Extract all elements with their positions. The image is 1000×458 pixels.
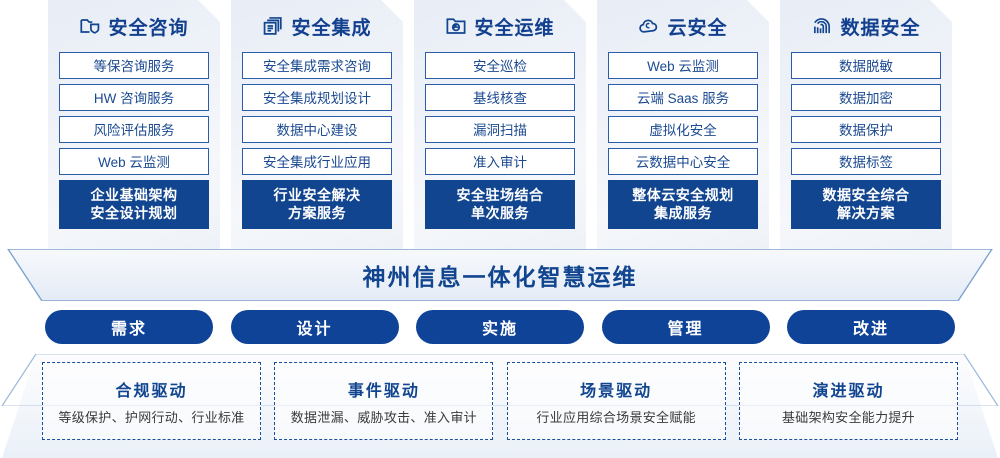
driver-card-compliance[interactable]: 合规驱动 等级保护、护网行动、行业标准 <box>42 362 261 440</box>
service-card-security-consulting[interactable]: 安全咨询 等保咨询服务 HW 咨询服务 风险评估服务 Web 云监测 企业基础架… <box>48 0 220 252</box>
banner-title: 神州信息一体化智慧运维 <box>362 264 638 290</box>
fingerprint-icon <box>811 15 833 37</box>
phase-pill-management[interactable]: 管理 <box>601 310 770 344</box>
phase-pills-row: 需求 设计 实施 管理 改进 <box>0 310 1000 344</box>
card-item[interactable]: 基线核查 <box>425 84 575 111</box>
drivers-section: 合规驱动 等级保护、护网行动、行业标准 事件驱动 数据泄漏、威胁攻击、准入审计 … <box>0 354 1000 458</box>
driver-description: 数据泄漏、威胁攻击、准入审计 <box>290 409 477 425</box>
driver-title: 合规驱动 <box>115 382 188 400</box>
phase-pill-design[interactable]: 设计 <box>230 310 399 344</box>
card-summary-line: 数据安全综合 <box>822 187 910 203</box>
card-items: 安全巡检 基线核查 漏洞扫描 准入审计 <box>425 52 575 175</box>
card-summary-line: 行业安全解决 <box>273 187 361 203</box>
folder-chart-icon <box>445 15 467 37</box>
card-item[interactable]: 漏洞扫描 <box>425 116 575 143</box>
card-item[interactable]: 安全集成规划设计 <box>242 84 392 111</box>
card-item[interactable]: 云数据中心安全 <box>608 148 758 175</box>
card-title: 云安全 <box>667 17 728 39</box>
card-header: 安全运维 <box>425 0 575 52</box>
card-title: 安全运维 <box>474 17 555 39</box>
driver-title: 事件驱动 <box>347 382 420 400</box>
drivers-row: 合规驱动 等级保护、护网行动、行业标准 事件驱动 数据泄漏、威胁攻击、准入审计 … <box>0 362 1000 440</box>
card-item[interactable]: 准入审计 <box>425 148 575 175</box>
card-item[interactable]: 安全集成行业应用 <box>242 148 392 175</box>
banner-outline <box>7 249 993 301</box>
card-title: 安全集成 <box>291 17 372 39</box>
driver-description: 行业应用综合场景安全赋能 <box>536 409 696 425</box>
card-items: Web 云监测 云端 Saas 服务 虚拟化安全 云数据中心安全 <box>608 52 758 175</box>
driver-card-scenario[interactable]: 场景驱动 行业应用综合场景安全赋能 <box>506 362 726 440</box>
card-header: 安全集成 <box>242 0 392 52</box>
card-item[interactable]: 虚拟化安全 <box>608 116 758 143</box>
card-item[interactable]: 云端 Saas 服务 <box>608 84 758 111</box>
card-item[interactable]: Web 云监测 <box>59 148 209 175</box>
folder-shield-icon <box>79 15 101 37</box>
card-summary[interactable]: 整体云安全规划 集成服务 <box>608 180 758 229</box>
card-summary-line: 安全设计规划 <box>90 205 178 221</box>
card-title: 数据安全 <box>840 17 921 39</box>
driver-description: 基础架构安全能力提升 <box>781 409 915 425</box>
card-summary-line: 整体云安全规划 <box>632 187 734 203</box>
card-item[interactable]: 等保咨询服务 <box>59 52 209 79</box>
card-summary[interactable]: 数据安全综合 解决方案 <box>791 180 941 229</box>
card-summary-line: 企业基础架构 <box>90 187 178 203</box>
card-summary-line: 解决方案 <box>837 205 895 221</box>
driver-card-incident[interactable]: 事件驱动 数据泄漏、威胁攻击、准入审计 <box>274 362 494 440</box>
card-summary-line: 方案服务 <box>288 205 346 221</box>
card-header: 数据安全 <box>791 0 941 52</box>
card-header: 云安全 <box>608 0 758 52</box>
card-summary-line: 单次服务 <box>471 205 529 221</box>
card-summary[interactable]: 行业安全解决 方案服务 <box>242 180 392 229</box>
phase-pill-implementation[interactable]: 实施 <box>416 310 584 344</box>
driver-title: 场景驱动 <box>580 382 653 400</box>
card-item[interactable]: 安全集成需求咨询 <box>242 52 392 79</box>
driver-title: 演进驱动 <box>812 382 885 400</box>
card-title: 安全咨询 <box>108 17 189 39</box>
card-item[interactable]: 数据保护 <box>791 116 941 143</box>
card-header: 安全咨询 <box>59 0 209 52</box>
stacked-documents-icon <box>262 15 284 37</box>
card-items: 等保咨询服务 HW 咨询服务 风险评估服务 Web 云监测 <box>59 52 209 175</box>
card-item[interactable]: 数据中心建设 <box>242 116 392 143</box>
card-items: 数据脱敏 数据加密 数据保护 数据标签 <box>791 52 941 175</box>
phase-pill-demand[interactable]: 需求 <box>45 310 213 344</box>
banner-shape <box>8 249 992 301</box>
card-item[interactable]: 数据标签 <box>791 148 941 175</box>
service-card-data-security[interactable]: 数据安全 数据脱敏 数据加密 数据保护 数据标签 数据安全综合 解决方案 <box>780 0 952 252</box>
card-item[interactable]: 安全巡检 <box>425 52 575 79</box>
card-item[interactable]: HW 咨询服务 <box>59 84 209 111</box>
service-card-security-operations[interactable]: 安全运维 安全巡检 基线核查 漏洞扫描 准入审计 安全驻场结合 单次服务 <box>414 0 586 252</box>
phase-pill-improvement[interactable]: 改进 <box>787 310 955 344</box>
card-summary[interactable]: 企业基础架构 安全设计规划 <box>59 180 209 229</box>
service-card-security-integration[interactable]: 安全集成 安全集成需求咨询 安全集成规划设计 数据中心建设 安全集成行业应用 行… <box>231 0 403 252</box>
drivers-outline <box>1 354 999 406</box>
service-card-cloud-security[interactable]: 云安全 Web 云监测 云端 Saas 服务 虚拟化安全 云数据中心安全 整体云… <box>597 0 769 252</box>
card-item[interactable]: 数据加密 <box>791 84 941 111</box>
card-summary-line: 集成服务 <box>654 205 712 221</box>
card-item[interactable]: Web 云监测 <box>608 52 758 79</box>
cloud-icon <box>638 15 660 37</box>
service-cards-row: 安全咨询 等保咨询服务 HW 咨询服务 风险评估服务 Web 云监测 企业基础架… <box>0 0 1000 262</box>
card-item[interactable]: 数据脱敏 <box>791 52 941 79</box>
platform-banner: 神州信息一体化智慧运维 <box>0 249 1000 301</box>
card-summary-line: 安全驻场结合 <box>456 187 544 203</box>
card-item[interactable]: 风险评估服务 <box>59 116 209 143</box>
driver-card-evolution[interactable]: 演进驱动 基础架构安全能力提升 <box>738 362 958 440</box>
driver-description: 等级保护、护网行动、行业标准 <box>58 409 245 425</box>
card-summary[interactable]: 安全驻场结合 单次服务 <box>425 180 575 229</box>
card-items: 安全集成需求咨询 安全集成规划设计 数据中心建设 安全集成行业应用 <box>242 52 392 175</box>
